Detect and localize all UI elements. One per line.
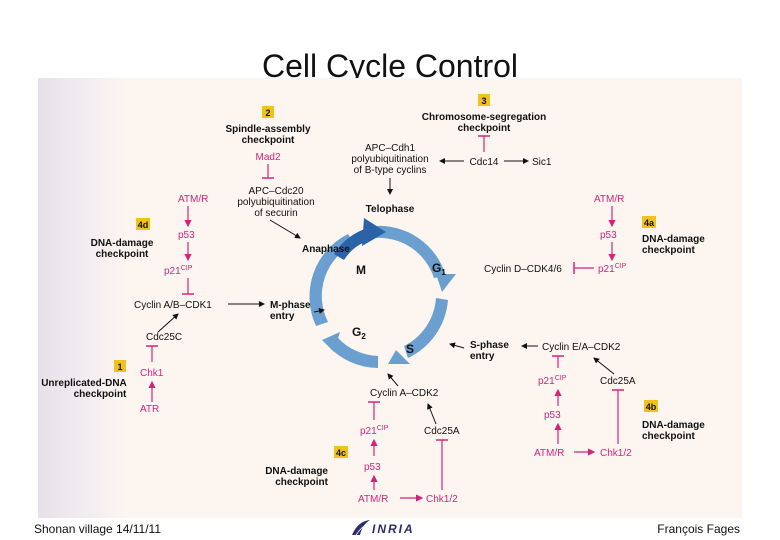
checkpoint-4b-line1: DNA-damage xyxy=(642,420,705,431)
badge-4c xyxy=(334,446,348,458)
atm-4c: ATM/R xyxy=(358,494,388,505)
badge-1-label: 1 xyxy=(117,362,122,372)
cyclin-ab-cdk1: Cyclin A/B–CDK1 xyxy=(134,300,212,311)
footer-venue-date: Shonan village 14/11/11 xyxy=(34,522,161,536)
badge-4a xyxy=(642,216,656,228)
checkpoint-4b-line2: checkpoint xyxy=(642,431,695,442)
mad2: Mad2 xyxy=(255,152,280,163)
checkpoint-2-line1: Spindle-assembly xyxy=(225,124,310,135)
apc-cdc20-to-anaphase-arrow xyxy=(269,219,301,239)
apc-cdh1-line2: polyubiquitination xyxy=(351,154,428,165)
m-phase-line2: entry xyxy=(270,311,295,322)
checkpoint-3-line2: checkpoint xyxy=(458,123,511,134)
cdc25a-bottom: Cdc25A xyxy=(424,426,460,437)
p21-4a: p21CIP xyxy=(598,263,627,275)
cell-cycle-diagram: M G1 G2 S 2 Spindle-assembly checkpoint … xyxy=(41,94,705,505)
checkpoint-4d-line2: checkpoint xyxy=(96,249,149,260)
inria-logo: INRIA xyxy=(352,520,415,536)
checkpoint-3-line1: Chromosome-segregation xyxy=(422,112,546,123)
checkpoint-4c-line2: checkpoint xyxy=(275,477,328,488)
atm-4b: ATM/R xyxy=(534,448,564,459)
phase-g1: G1 xyxy=(432,261,446,277)
cycle-arc-s xyxy=(404,298,448,358)
phase-s: S xyxy=(406,342,414,356)
chk1: Chk1 xyxy=(140,368,164,379)
checkpoint-1-line2: checkpoint xyxy=(74,389,127,400)
p53-4c: p53 xyxy=(364,462,381,473)
anaphase: Anaphase xyxy=(302,244,350,255)
p21-4d: p21CIP xyxy=(164,265,193,277)
badge-4b xyxy=(644,400,658,412)
cyclin-a-cdk2: Cyclin A–CDK2 xyxy=(370,388,439,399)
apc-cdc20-line3: of securin xyxy=(254,208,297,219)
cdc14: Cdc14 xyxy=(470,157,499,168)
checkpoint-4d-line1: DNA-damage xyxy=(91,238,154,249)
badge-3 xyxy=(478,94,490,106)
checkpoint-4c-line1: DNA-damage xyxy=(265,466,328,477)
apc-cdc20-line2: polyubiquitination xyxy=(237,197,314,208)
atr: ATR xyxy=(140,404,159,415)
cycle-ring xyxy=(309,218,456,368)
apc-cdh1-line3: of B-type cyclins xyxy=(354,165,427,176)
p53-4d: p53 xyxy=(178,230,195,241)
mphase-to-cycle-arrow xyxy=(313,308,325,314)
badge-2 xyxy=(262,106,274,118)
chk12-4b: Chk1/2 xyxy=(600,448,632,459)
cyclin-ea-cdk2: Cyclin E/A–CDK2 xyxy=(542,342,621,353)
chk12-4c: Chk1/2 xyxy=(426,494,458,505)
cycle-arrow-m xyxy=(362,218,386,246)
m-phase-line1: M-phase xyxy=(270,300,311,311)
apc-cdh1-line1: APC–Cdh1 xyxy=(365,143,415,154)
checkpoint-2-line2: checkpoint xyxy=(242,135,295,146)
phase-g2: G2 xyxy=(352,325,366,341)
badge-3-label: 3 xyxy=(481,96,486,106)
atm-4a: ATM/R xyxy=(594,194,624,205)
s-phase-line1: S-phase xyxy=(470,340,509,351)
p53-4a: p53 xyxy=(600,230,617,241)
cell-cycle-figure: M G1 G2 S 2 Spindle-assembly checkpoint … xyxy=(38,78,742,518)
cdc25c: Cdc25C xyxy=(146,332,182,343)
apc-cdc20-line1: APC–Cdc20 xyxy=(248,186,303,197)
checkpoint-1-line1: Unreplicated-DNA xyxy=(41,378,127,389)
badge-4d xyxy=(136,218,150,230)
inria-logo-icon xyxy=(352,520,370,536)
telophase: Telophase xyxy=(366,204,415,215)
cdc25a-right-to-cyclin-arrow xyxy=(593,357,615,375)
badge-4a-label: 4a xyxy=(644,218,655,228)
badge-1 xyxy=(114,360,126,372)
badge-2-label: 2 xyxy=(265,108,270,118)
p21-4c: p21CIP xyxy=(360,425,389,437)
sphase-to-cycle-arrow xyxy=(449,342,465,349)
cycle-arrow-s xyxy=(388,350,410,364)
cycle-arc-g1 xyxy=(374,225,446,278)
atm-4d: ATM/R xyxy=(178,194,208,205)
badge-4b-label: 4b xyxy=(646,402,657,412)
cycle-arc-g2 xyxy=(328,338,378,368)
cycle-arrow-g2 xyxy=(322,332,340,352)
cycle-arrow-g1 xyxy=(436,274,456,292)
cdc25a-bottom-to-cyclin-arrow xyxy=(427,403,437,425)
inria-logo-text: INRIA xyxy=(372,522,415,536)
footer-author: François Fages xyxy=(657,522,740,536)
badge-4d-label: 4d xyxy=(138,220,149,230)
cyclin-a-to-cycle-arrow xyxy=(387,373,399,387)
checkpoint-4a-line2: checkpoint xyxy=(642,245,695,256)
cycle-arc-m xyxy=(309,234,354,326)
sic1: Sic1 xyxy=(532,157,552,168)
checkpoint-4a-line1: DNA-damage xyxy=(642,234,705,245)
p53-4b: p53 xyxy=(544,410,561,421)
page-bleed xyxy=(38,78,128,518)
p21-4b: p21CIP xyxy=(538,375,567,387)
cdc25c-to-cyclin-arrow xyxy=(157,313,179,333)
badge-4c-label: 4c xyxy=(336,448,346,458)
phase-m: M xyxy=(356,263,366,277)
cycle-arc-m-dark xyxy=(334,228,370,260)
s-phase-line2: entry xyxy=(470,351,495,362)
cyclin-d-cdk46: Cyclin D–CDK4/6 xyxy=(484,264,562,275)
cdc25a-right: Cdc25A xyxy=(600,376,636,387)
